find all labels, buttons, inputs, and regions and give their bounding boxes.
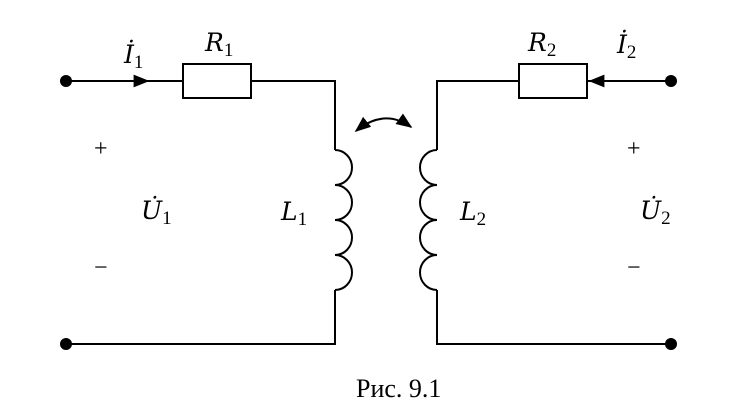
label-u2: U̇2 bbox=[640, 196, 671, 229]
terminal-2-top bbox=[665, 75, 677, 87]
primary-bottom-wire bbox=[66, 290, 336, 345]
secondary-bottom-wire bbox=[436, 290, 671, 345]
terminal-1-bottom bbox=[60, 338, 72, 350]
inductor-l1-coil bbox=[334, 149, 353, 291]
resistor-r1 bbox=[182, 63, 252, 99]
label-l1: L1 bbox=[280, 197, 307, 230]
polarity-plus-left: + bbox=[94, 136, 108, 162]
label-i2: İ2 bbox=[616, 30, 636, 63]
resistor-r2 bbox=[518, 63, 588, 99]
primary-top-wire-right bbox=[251, 80, 336, 150]
label-r1: R1 bbox=[204, 28, 233, 61]
label-i1: İ1 bbox=[123, 40, 143, 73]
figure-caption: Рис. 9.1 bbox=[356, 374, 441, 403]
secondary-top-wire-left bbox=[436, 80, 519, 150]
polarity-minus-left: − bbox=[94, 255, 108, 281]
polarity-minus-right: − bbox=[627, 255, 641, 281]
primary-circuit bbox=[60, 63, 353, 350]
polarity-plus-right: + bbox=[627, 136, 641, 162]
mutual-coupling-arrow bbox=[354, 113, 413, 133]
terminal-2-bottom bbox=[665, 338, 677, 350]
inductor-l2-coil bbox=[419, 149, 438, 291]
label-r2: R2 bbox=[527, 28, 556, 61]
secondary-circuit bbox=[419, 63, 677, 350]
label-u1: U̇1 bbox=[141, 196, 172, 229]
terminal-1-top bbox=[60, 75, 72, 87]
label-l2: L2 bbox=[459, 197, 486, 230]
